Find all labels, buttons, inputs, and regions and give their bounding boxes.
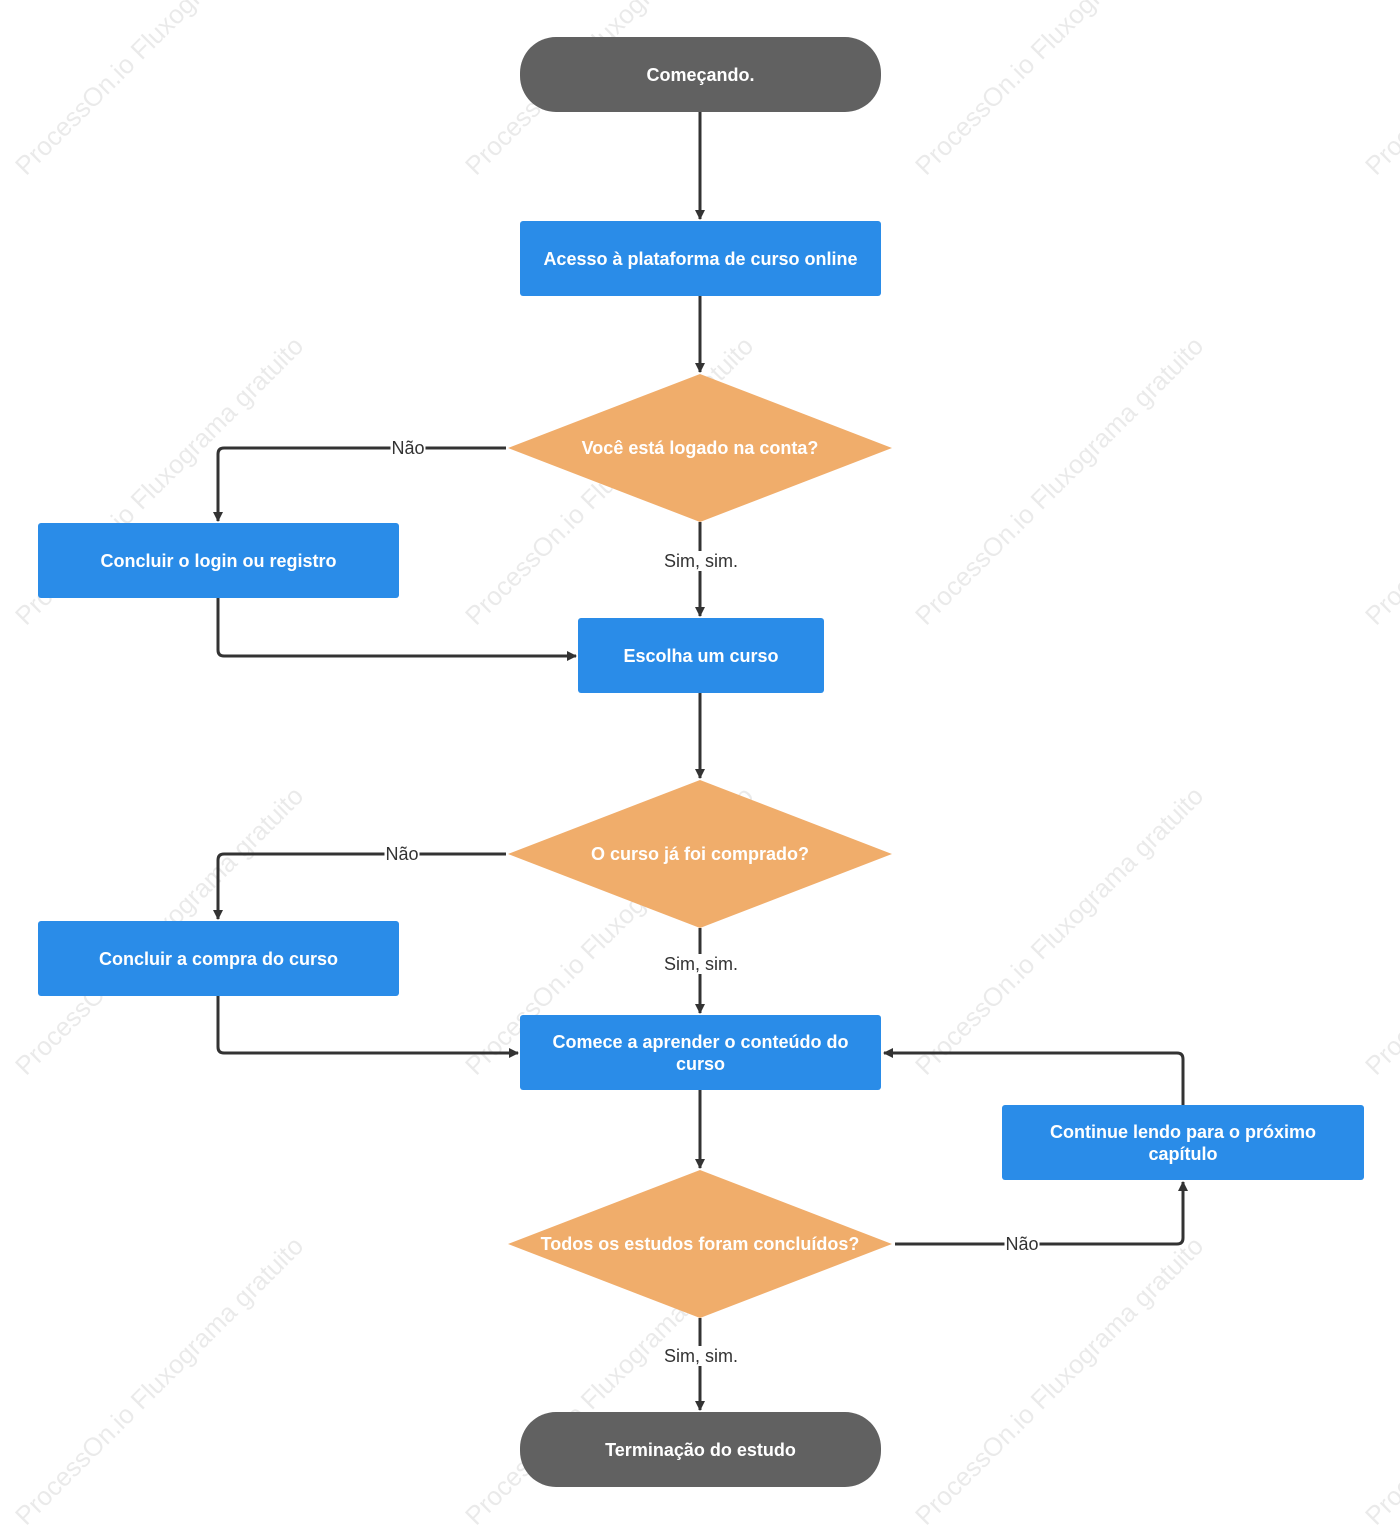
next-chapter-node[interactable]: Continue lendo para o próximo capítulo [1002, 1105, 1364, 1180]
edge-next-to-learn [883, 1048, 1185, 1105]
edge-label-logged-yes: Sim, sim. [663, 551, 739, 571]
logged-in-decision[interactable]: Você está logado na conta? [508, 374, 892, 522]
edge-done-no [895, 1181, 1188, 1246]
edge-label-purchased-yes: Sim, sim. [663, 954, 739, 974]
edge-logged-no [213, 446, 506, 522]
start-node[interactable]: Começando. [520, 37, 881, 112]
access-platform-node[interactable]: Acesso à plataforma de curso online [520, 221, 881, 296]
done-diamond [508, 1170, 892, 1318]
access-platform-label: Acesso à plataforma de curso online [543, 248, 858, 269]
next-chapter-label: Continue lendo para o próximo capítulo [1049, 1121, 1316, 1164]
edge-label-done-yes: Sim, sim. [663, 1346, 739, 1366]
purchased-diamond [508, 780, 892, 928]
done-label: Todos os estudos foram concluídos? [540, 1234, 860, 1254]
end-label: Terminação do estudo [605, 1439, 796, 1460]
start-label: Começando. [646, 64, 755, 85]
choose-course-node[interactable]: Escolha um curso [578, 618, 824, 693]
buy-course-node[interactable]: Concluir a compra do curso [38, 921, 399, 996]
edge-purchased-no [213, 852, 506, 920]
edge-buy-to-learn [216, 996, 519, 1058]
buy-course-label: Concluir a compra do curso [98, 948, 339, 969]
edge-label-logged-no: Não [390, 438, 426, 458]
purchased-decision[interactable]: O curso já foi comprado? [508, 780, 892, 928]
edge-label-done-no: Não [1004, 1234, 1040, 1254]
learn-content-label: Comece a aprender o conteúdo do curso [552, 1031, 849, 1074]
choose-course-label: Escolha um curso [623, 645, 779, 666]
logged-in-label: Você está logado na conta? [581, 438, 819, 458]
logged-in-diamond [508, 374, 892, 522]
learn-content-node[interactable]: Comece a aprender o conteúdo do curso [520, 1015, 881, 1090]
purchased-label: O curso já foi comprado? [590, 844, 810, 864]
done-decision[interactable]: Todos os estudos foram concluídos? [508, 1170, 892, 1318]
end-node[interactable]: Terminação do estudo [520, 1412, 881, 1487]
login-node[interactable]: Concluir o login ou registro [38, 523, 399, 598]
edge-label-purchased-no: Não [384, 844, 420, 864]
edge-login-to-choose [216, 598, 577, 661]
login-label: Concluir o login ou registro [100, 550, 337, 571]
